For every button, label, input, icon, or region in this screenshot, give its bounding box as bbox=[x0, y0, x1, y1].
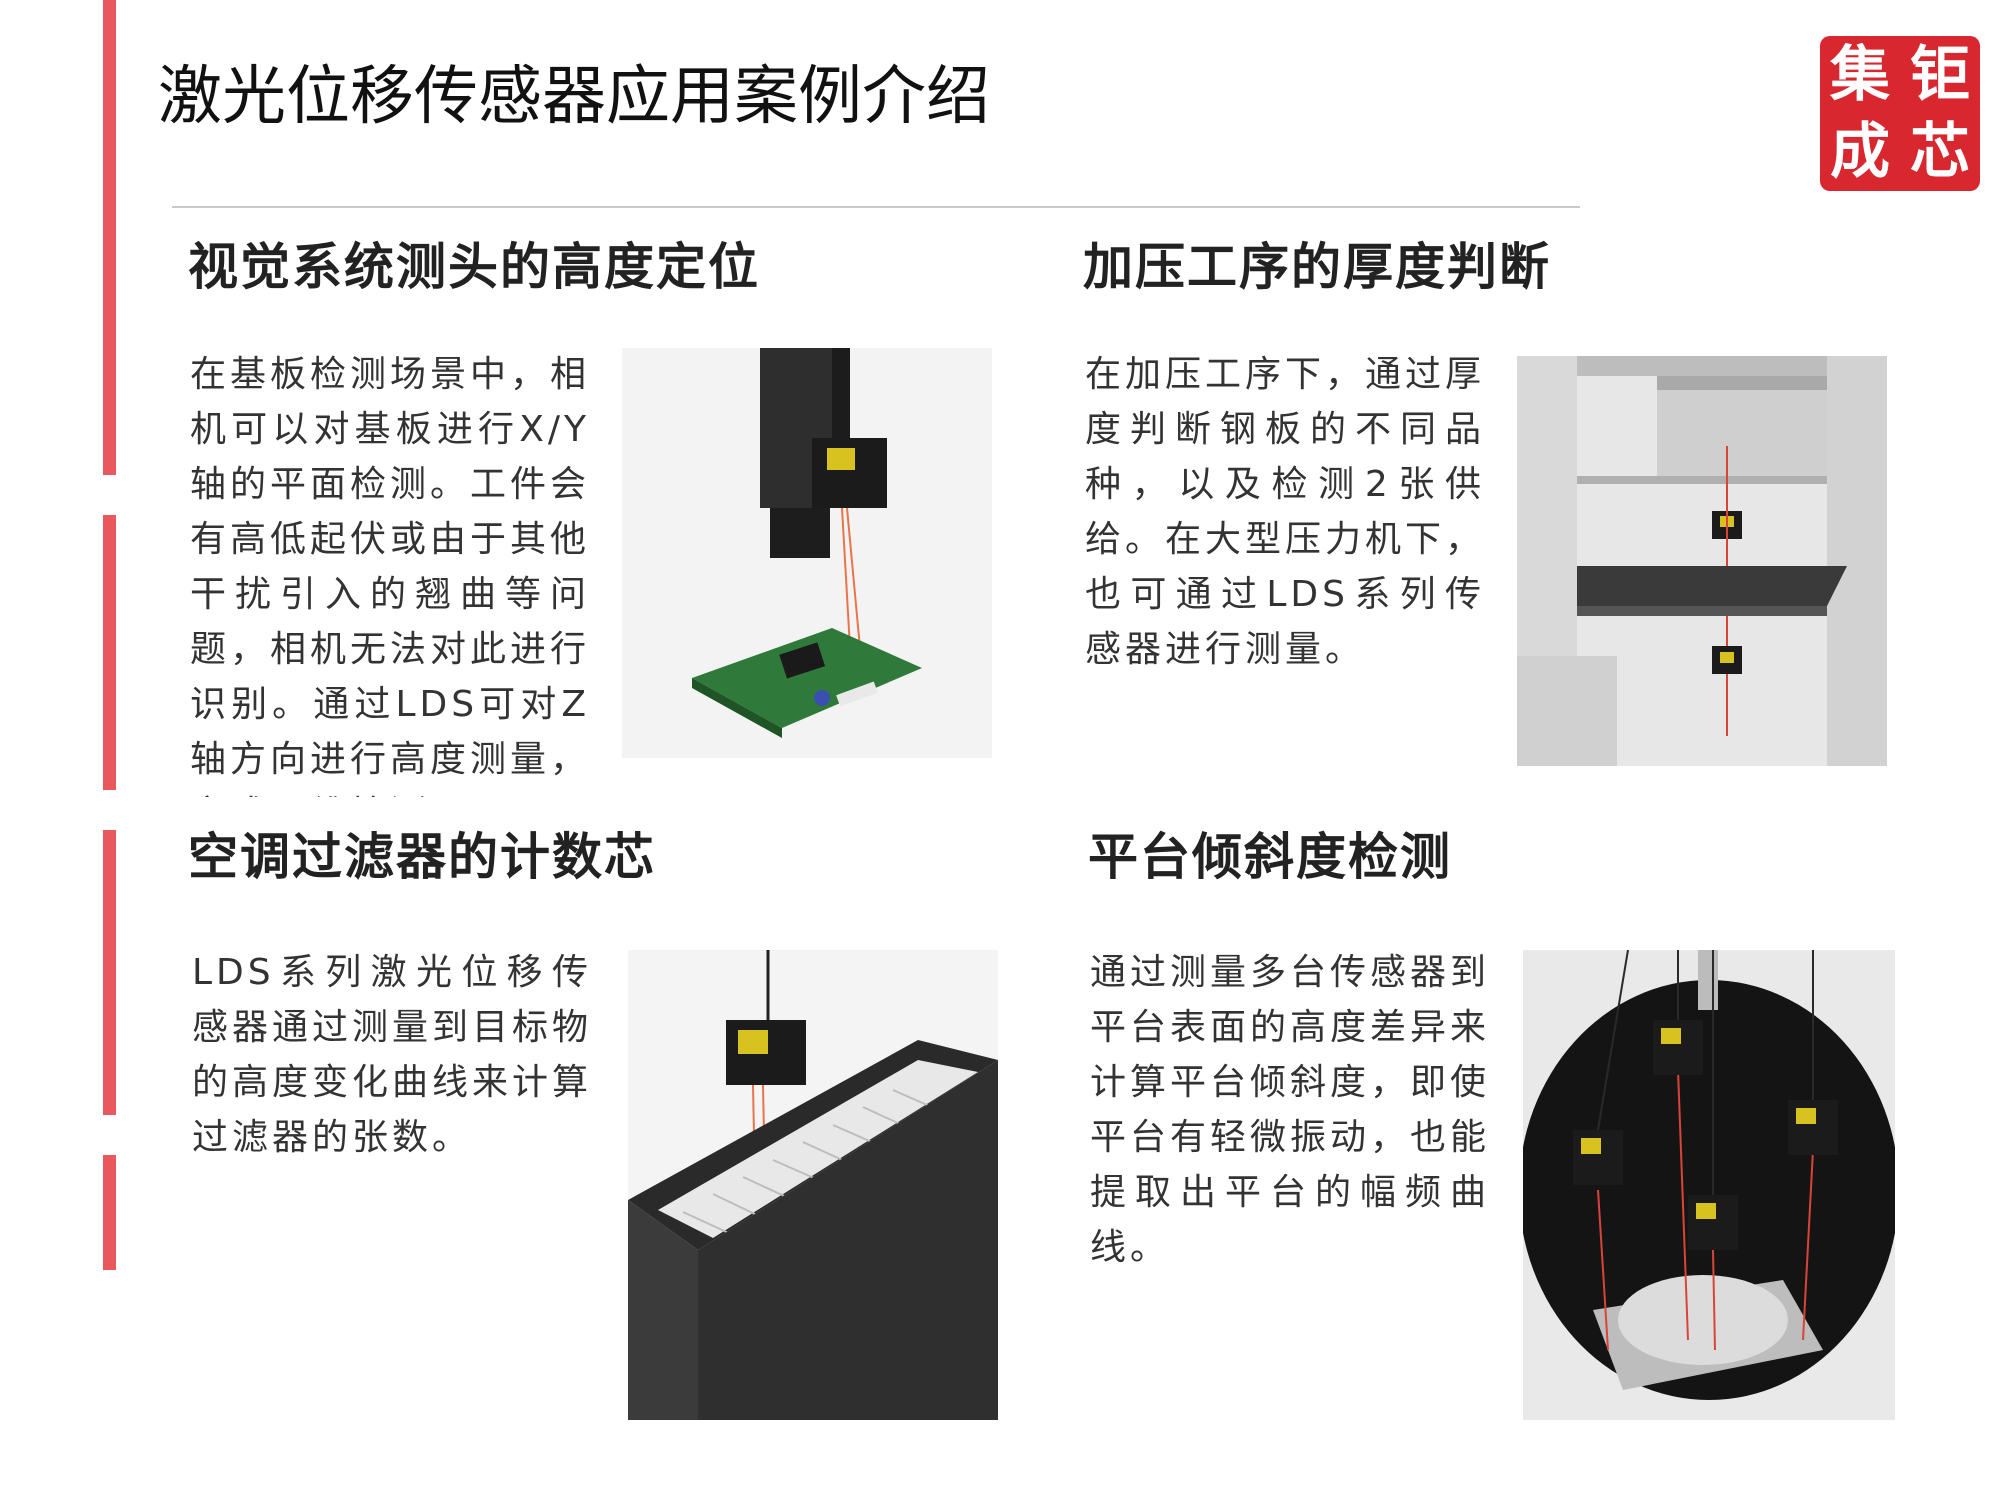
section-text-platform-tilt: 通过测量多台传感器到平台表面的高度差异来计算平台倾斜度，即使平台有轻微振动，也能… bbox=[1090, 952, 1490, 1268]
accent-bar-1 bbox=[103, 0, 116, 475]
pcb-inspection-image bbox=[622, 348, 992, 758]
section-text-filter-count: LDS系列激光位移传感器通过测量到目标物的高度变化曲线来计算过滤器的张数。 bbox=[192, 952, 592, 1158]
accent-bar-2 bbox=[103, 515, 116, 790]
section-heading-vision-height: 视觉系统测头的高度定位 bbox=[188, 238, 760, 296]
company-logo-seal: 集 钜 成 芯 bbox=[1820, 36, 1980, 191]
press-machine-image bbox=[1517, 356, 1887, 766]
section-heading-platform-tilt: 平台倾斜度检测 bbox=[1088, 828, 1452, 886]
section-text-vision-height: 在基板检测场景中，相机可以对基板进行X/Y轴的平面检测。工件会有高低起伏或由于其… bbox=[190, 354, 590, 797]
section-heading-filter-count: 空调过滤器的计数芯 bbox=[188, 828, 656, 886]
logo-char: 钜 bbox=[1910, 39, 1970, 110]
accent-bar-4 bbox=[103, 1155, 116, 1270]
page-title: 激光位移传感器应用案例介绍 bbox=[158, 60, 990, 134]
air-filter-image bbox=[628, 950, 998, 1420]
header-divider bbox=[172, 206, 1580, 208]
logo-char: 成 bbox=[1830, 117, 1890, 188]
platform-tilt-image bbox=[1523, 950, 1895, 1420]
logo-char: 集 bbox=[1830, 39, 1890, 110]
section-text-press-thickness: 在加压工序下，通过厚度判断钢板的不同品种，以及检测2张供给。在大型压力机下，也可… bbox=[1085, 354, 1485, 670]
logo-char: 芯 bbox=[1910, 117, 1970, 188]
accent-bar-3 bbox=[103, 830, 116, 1115]
section-heading-press-thickness: 加压工序的厚度判断 bbox=[1083, 238, 1551, 296]
